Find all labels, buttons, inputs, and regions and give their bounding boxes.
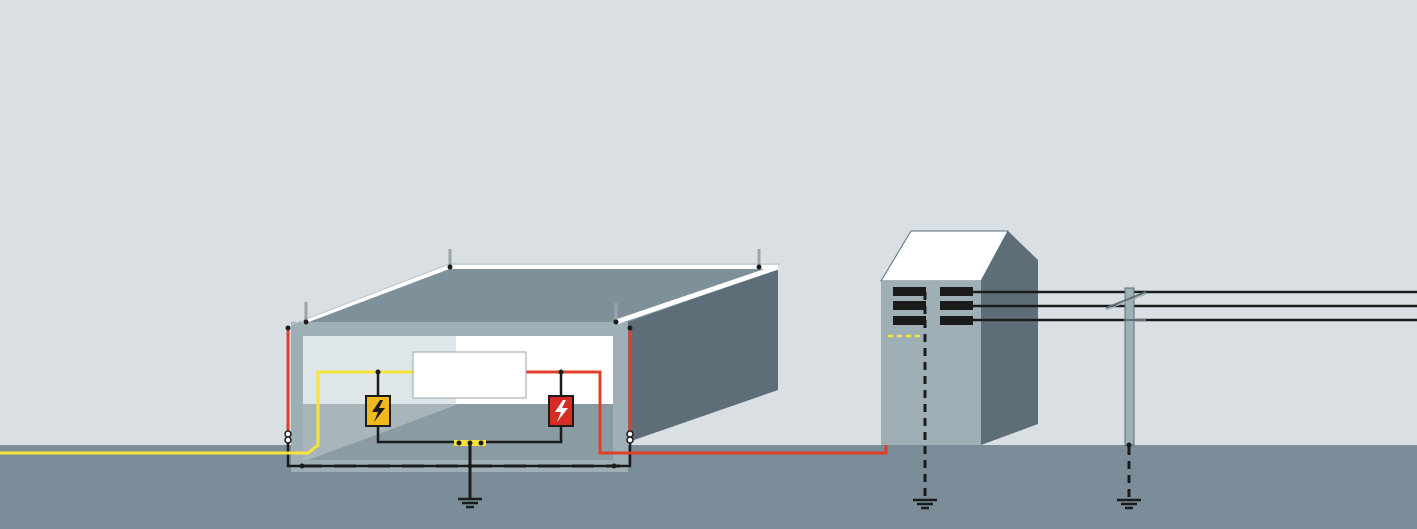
ground-icon — [1117, 498, 1141, 510]
roof-parapet-front-right — [615, 264, 779, 325]
ground — [0, 445, 1417, 529]
roof-parapet-front-left — [302, 265, 450, 324]
air-terminal-bases — [303, 264, 762, 325]
building-interior-floor — [303, 404, 613, 462]
building-left-wall — [291, 322, 303, 470]
lightning-bolt-icon — [372, 400, 385, 422]
overhead-lines — [973, 290, 1417, 322]
air-terminals — [304, 249, 761, 322]
building-right-wall — [613, 322, 628, 470]
ground-icon — [458, 497, 482, 509]
ground-icon — [913, 498, 937, 510]
transformer-station — [880, 230, 1038, 498]
surge-protector-red — [548, 395, 574, 427]
station-busbars — [893, 287, 973, 325]
equipment-box — [412, 351, 527, 399]
lightning-bolt-icon — [555, 400, 568, 422]
data-line-yellow — [0, 370, 378, 455]
building-side-wall — [628, 268, 778, 442]
utility-pole — [1105, 287, 1147, 498]
surge-protector-yellow — [365, 395, 391, 427]
building-interior-left-floor — [303, 404, 458, 462]
test-joint-right — [626, 430, 634, 444]
building-ceiling-beam — [291, 322, 628, 336]
test-joint-left — [284, 430, 292, 444]
station-side-wall — [981, 231, 1038, 445]
